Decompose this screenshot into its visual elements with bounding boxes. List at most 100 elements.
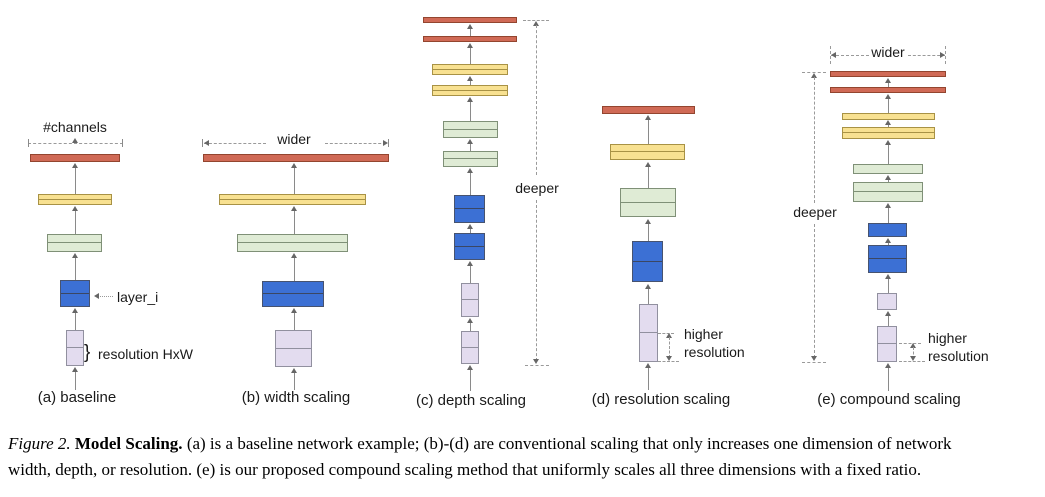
flow-arrow <box>470 368 471 391</box>
flow-arrow <box>470 27 471 36</box>
arrowhead-up-icon <box>72 206 78 211</box>
layer-box-divider <box>455 245 484 247</box>
layer-box-divider <box>621 201 675 203</box>
arrowhead-up-icon <box>885 238 891 243</box>
layer-box-blue <box>454 233 485 260</box>
layer-box-blue <box>868 245 907 273</box>
arrowhead-up-icon <box>72 308 78 313</box>
higher-resolution-label: higher <box>684 326 723 342</box>
arrowhead-up-icon <box>467 224 473 229</box>
arrowhead-up-icon <box>291 368 297 373</box>
arrowhead-down-icon <box>910 356 916 361</box>
deeper-label: deeper <box>793 204 837 220</box>
layer-box-divider <box>854 191 922 192</box>
flow-arrow <box>75 370 76 390</box>
layer-box-purple <box>66 330 84 366</box>
flow-arrow <box>294 166 295 194</box>
annotation-line <box>830 46 831 64</box>
arrowhead-left-icon <box>831 52 836 58</box>
layer-box-red <box>830 71 946 77</box>
layer-box-divider <box>220 198 365 200</box>
layer-box-yellow <box>842 127 935 139</box>
caption-figure-label: Figure 2. <box>8 434 71 453</box>
layer-box-green <box>237 234 348 252</box>
arrowhead-up-icon <box>811 73 817 78</box>
layer-box-divider <box>263 293 323 294</box>
flow-arrow <box>888 178 889 182</box>
flow-arrow <box>470 321 471 331</box>
layer-box-divider <box>48 242 101 243</box>
arrowhead-up-icon <box>885 175 891 180</box>
diagram-label: (e) compound scaling <box>817 391 961 408</box>
layer-box-green <box>853 164 923 174</box>
flow-arrow <box>888 143 889 164</box>
layer-box-purple <box>877 326 897 362</box>
flow-arrow <box>648 118 649 144</box>
arrowhead-up-icon <box>467 365 473 370</box>
flow-arrow <box>888 206 889 223</box>
layer-box-divider <box>39 198 111 200</box>
arrowhead-up-icon <box>291 253 297 258</box>
arrowhead-up-icon <box>645 115 651 120</box>
arrowhead-left-icon <box>204 140 209 146</box>
arrowhead-up-icon <box>645 162 651 167</box>
layer-box-purple <box>461 283 479 317</box>
arrowhead-up-icon <box>72 367 78 372</box>
layer-box-divider <box>640 332 657 333</box>
arrowhead-right-icon <box>940 52 945 58</box>
layer-box-divider <box>276 347 311 349</box>
diagram-label: (d) resolution scaling <box>591 391 731 408</box>
layer-box-yellow <box>38 194 112 205</box>
annotation-line <box>945 46 946 64</box>
layer-box-green <box>443 151 498 167</box>
figure-caption: Figure 2. Model Scaling. (a) is a baseli… <box>8 431 1042 483</box>
layer-box-divider <box>67 347 83 348</box>
arrowhead-up-icon <box>291 206 297 211</box>
flow-arrow <box>470 142 471 151</box>
flow-arrow <box>888 81 889 87</box>
flow-arrow <box>470 79 471 85</box>
flow-arrow <box>75 209 76 234</box>
flow-arrow <box>294 311 295 330</box>
layer-box-blue <box>632 241 663 282</box>
arrowhead-up-icon <box>467 261 473 266</box>
annotation-line <box>536 25 537 175</box>
flow-arrow <box>648 287 649 304</box>
layer-box-divider <box>462 346 478 348</box>
layer-box-purple <box>877 293 897 310</box>
arrowhead-up-icon <box>885 311 891 316</box>
arrowhead-up-icon <box>885 120 891 125</box>
higher-resolution-label: resolution <box>928 348 989 364</box>
arrowhead-up-icon <box>645 363 651 368</box>
layer-box-red <box>423 17 517 23</box>
annotation-line <box>913 347 914 359</box>
flow-arrow <box>648 165 649 188</box>
layer-box-green <box>853 182 923 202</box>
arrowhead-up-icon <box>885 140 891 145</box>
deeper-label: deeper <box>515 180 559 196</box>
caption-line-1: Figure 2. Model Scaling. (a) is a baseli… <box>8 431 1042 457</box>
layer-box-blue <box>868 223 907 237</box>
resolution-label: resolution HxW <box>98 346 193 362</box>
flow-arrow <box>648 366 649 390</box>
flow-arrow <box>888 97 889 113</box>
wider-label: wider <box>277 131 311 147</box>
arrowhead-right-icon <box>383 140 388 146</box>
annotation-line <box>814 224 815 358</box>
annotation-line <box>325 143 386 144</box>
arrowhead-up-icon <box>645 284 651 289</box>
arrowhead-up-icon <box>467 24 473 29</box>
arrowhead-up-icon <box>291 163 297 168</box>
layer-i-label: layer_i <box>117 289 159 305</box>
higher-resolution-label: higher <box>928 330 967 346</box>
caption-line-2: width, depth, or resolution. (e) is our … <box>8 460 922 479</box>
arrowhead-up-icon <box>467 139 473 144</box>
layer-box-purple <box>639 304 658 362</box>
annotation-line <box>122 139 123 147</box>
arrowhead-up-icon <box>885 94 891 99</box>
layer-box-purple <box>461 331 479 364</box>
